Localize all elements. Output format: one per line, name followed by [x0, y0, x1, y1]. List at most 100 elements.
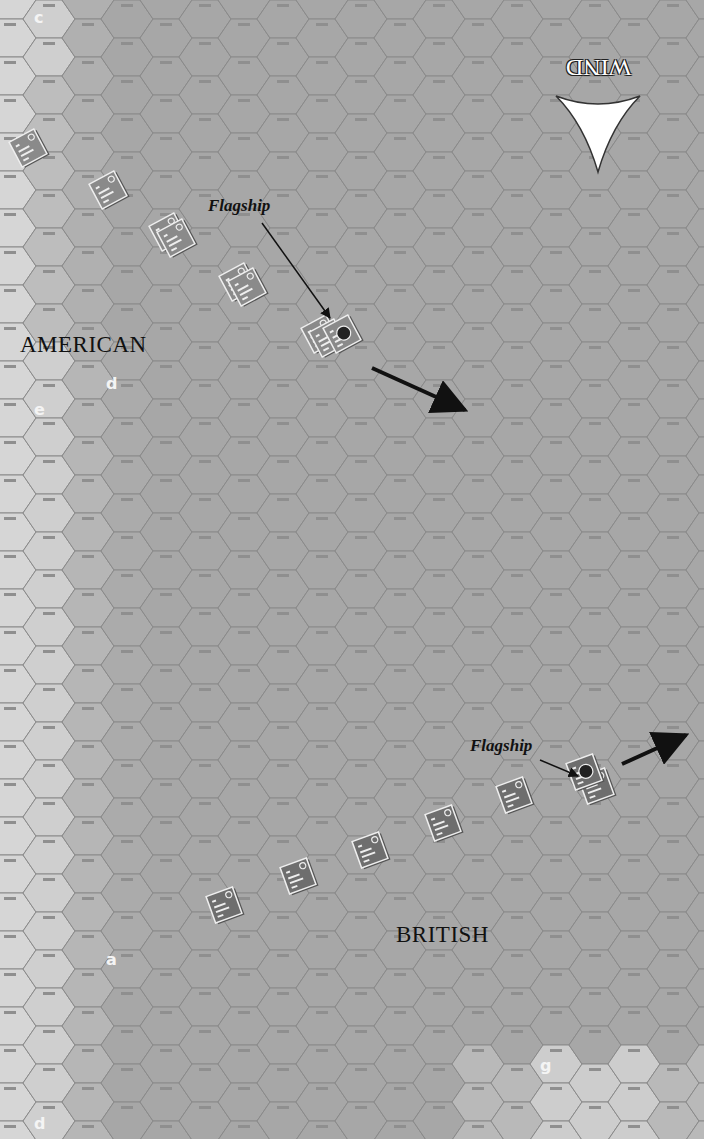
hex-number-mark [667, 118, 679, 121]
hex-cell [686, 437, 704, 475]
hex-number-mark [472, 897, 484, 900]
hex-number-mark [667, 878, 679, 881]
hex-number-mark [628, 859, 640, 862]
hex-number-mark [43, 726, 55, 729]
hex-number-mark [628, 593, 640, 596]
flagship-label: Flagship [208, 196, 270, 216]
hex-number-mark [316, 251, 328, 254]
hex-number-mark [316, 441, 328, 444]
hex-number-mark [472, 289, 484, 292]
hex-number-mark [472, 137, 484, 140]
hex-cell [686, 209, 704, 247]
hex-number-mark [667, 308, 679, 311]
hex-number-mark [394, 783, 406, 786]
hex-number-mark [511, 536, 523, 539]
hex-number-mark [472, 707, 484, 710]
hex-number-mark [472, 365, 484, 368]
hex-number-mark [433, 992, 445, 995]
hex-number-mark [472, 213, 484, 216]
hex-number-mark [43, 42, 55, 45]
hex-number-mark [43, 878, 55, 881]
hex-number-mark [238, 1125, 250, 1128]
hex-number-mark [4, 1087, 16, 1090]
hex-number-mark [472, 1125, 484, 1128]
hex-number-mark [43, 460, 55, 463]
hex-number-mark [550, 479, 562, 482]
hex-number-mark [316, 593, 328, 596]
hex-cell [686, 703, 704, 741]
hex-cell [686, 893, 704, 931]
hex-number-mark [433, 80, 445, 83]
hex-number-mark [4, 897, 16, 900]
hex-cell [686, 1083, 704, 1121]
hex-number-mark [43, 308, 55, 311]
hex-number-mark [43, 270, 55, 273]
hex-number-mark [511, 194, 523, 197]
hex-number-mark [238, 137, 250, 140]
hex-number-mark [82, 99, 94, 102]
hex-number-mark [160, 897, 172, 900]
hex-number-mark [316, 137, 328, 140]
hex-number-mark [628, 289, 640, 292]
hex-number-mark [316, 99, 328, 102]
hex-number-mark [472, 251, 484, 254]
hex-letter: g [540, 1056, 551, 1075]
hex-number-mark [433, 802, 445, 805]
hex-number-mark [199, 4, 211, 7]
hex-number-mark [238, 707, 250, 710]
ship-counter [157, 218, 198, 259]
hex-number-mark [550, 897, 562, 900]
hex-number-mark [394, 365, 406, 368]
hex-cell [686, 1121, 704, 1139]
hex-number-mark [160, 631, 172, 634]
hex-number-mark [121, 4, 133, 7]
hex-number-mark [160, 327, 172, 330]
hex-number-mark [82, 631, 94, 634]
hex-cell [686, 19, 704, 57]
hex-number-mark [589, 1106, 601, 1109]
hex-number-mark [511, 80, 523, 83]
hex-number-mark [589, 536, 601, 539]
hex-number-mark [277, 1106, 289, 1109]
hex-number-mark [43, 536, 55, 539]
hex-number-mark [433, 726, 445, 729]
hex-number-mark [589, 650, 601, 653]
hex-number-mark [238, 821, 250, 824]
hex-number-mark [472, 99, 484, 102]
hex-number-mark [4, 403, 16, 406]
hex-number-mark [433, 650, 445, 653]
hex-number-mark [238, 669, 250, 672]
hex-number-mark [4, 99, 16, 102]
hex-number-mark [82, 935, 94, 938]
hex-number-mark [550, 289, 562, 292]
hex-number-mark [628, 631, 640, 634]
hex-number-mark [43, 916, 55, 919]
hex-number-mark [121, 992, 133, 995]
hex-number-mark [667, 802, 679, 805]
hex-number-mark [316, 859, 328, 862]
hex-number-mark [550, 175, 562, 178]
hex-number-mark [199, 574, 211, 577]
hex-number-mark [43, 650, 55, 653]
hex-number-mark [82, 365, 94, 368]
hex-number-mark [394, 745, 406, 748]
hex-number-mark [589, 688, 601, 691]
hex-number-mark [277, 612, 289, 615]
hex-number-mark [355, 992, 367, 995]
leader-arrow [540, 760, 578, 776]
hex-number-mark [550, 593, 562, 596]
hex-number-mark [82, 821, 94, 824]
hex-number-mark [277, 80, 289, 83]
hex-number-mark [394, 669, 406, 672]
hex-number-mark [199, 308, 211, 311]
hex-number-mark [160, 555, 172, 558]
hex-number-mark [394, 23, 406, 26]
hex-number-mark [433, 42, 445, 45]
hex-number-mark [160, 745, 172, 748]
hex-number-mark [511, 422, 523, 425]
hex-number-mark [394, 61, 406, 64]
hex-number-mark [355, 802, 367, 805]
hex-number-mark [550, 1087, 562, 1090]
hex-number-mark [589, 384, 601, 387]
hex-number-mark [43, 1030, 55, 1033]
